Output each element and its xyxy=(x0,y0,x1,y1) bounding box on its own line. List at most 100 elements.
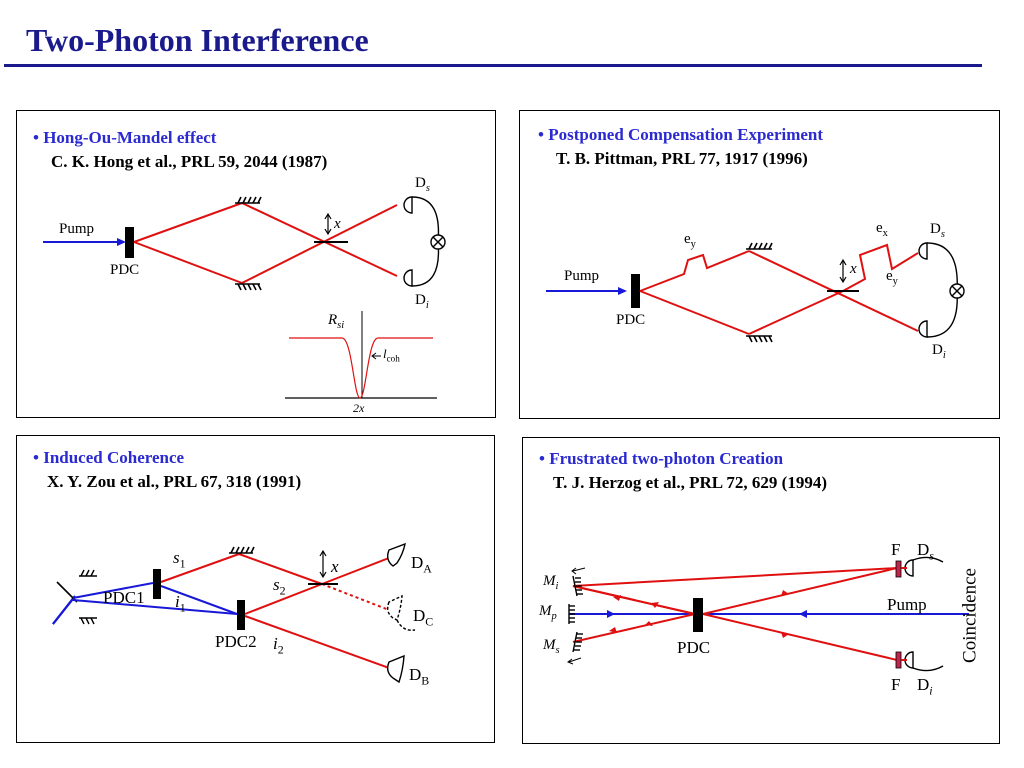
pce-beam-lower xyxy=(639,290,750,335)
ic-signal-s1-reflected xyxy=(238,553,323,585)
pce-mirror-top xyxy=(746,242,773,250)
ftp-coincidence-label: Coincidence xyxy=(959,568,981,663)
hom-detector-i xyxy=(403,269,413,287)
pce-beam-upper-delay xyxy=(639,250,750,292)
pce-pdc-label: PDC xyxy=(616,312,646,328)
pce-mirror-bottom xyxy=(746,335,773,343)
ic-detector-a xyxy=(386,542,406,567)
hom-beam-upper xyxy=(133,202,243,243)
panel-induced-coherence: • Induced Coherence X. Y. Zou et al., PR… xyxy=(16,435,495,743)
ic-pump-to-pdc1 xyxy=(72,582,154,599)
hom-diagram xyxy=(43,196,446,399)
ic-pump-to-pdc2 xyxy=(72,599,238,615)
ftp-red-arrow-3 xyxy=(613,595,621,601)
ftp-heading: • Frustrated two-photon Creation xyxy=(539,449,784,468)
ftp-f-bottom-label: F xyxy=(891,675,901,694)
hom-mirror-top xyxy=(235,196,262,204)
ic-s1-label: s1 xyxy=(173,548,186,571)
ftp-beam-upper-left xyxy=(572,567,898,587)
panel-hong-ou-mandel: • Hong-Ou-Mandel effect C. K. Hong et al… xyxy=(16,110,496,418)
ftp-ms-label: Ms xyxy=(543,637,560,656)
ftp-citation: T. J. Herzog et al., PRL 72, 629 (1994) xyxy=(553,473,828,492)
ftp-detector-s xyxy=(904,559,914,577)
pce-pump-arrow xyxy=(618,287,627,295)
ftp-red-arrow-6 xyxy=(781,632,789,638)
ic-input-splitter xyxy=(56,581,78,603)
hom-coincidence-icon xyxy=(430,234,446,250)
hom-beam-lower xyxy=(133,241,243,284)
ic-pdc1-crystal xyxy=(153,569,161,599)
pce-pump-label: Pump xyxy=(564,268,600,284)
pce-translation-arrow xyxy=(839,258,847,284)
ic-x-label: x xyxy=(331,557,339,576)
hom-pdc-label: PDC xyxy=(110,262,140,278)
ftp-pump-label: Pump xyxy=(887,595,927,614)
ftp-red-arrow-2 xyxy=(645,621,653,626)
ic-dc-label: DC xyxy=(413,606,434,629)
ftp-mirror-p xyxy=(568,604,575,624)
pce-coincidence-icon xyxy=(949,283,965,299)
ic-detector-b xyxy=(386,654,405,684)
hom-x-label: x xyxy=(334,216,341,232)
ftp-beam-upper-right xyxy=(702,567,898,615)
ftp-pdc-crystal xyxy=(693,598,703,632)
hom-detector-s xyxy=(403,196,413,214)
pce-ds-label: Ds xyxy=(930,221,945,240)
ic-da-label: DA xyxy=(411,553,432,576)
pce-pdc-crystal xyxy=(631,274,640,308)
ftp-mirror-s-tilt-arrow xyxy=(566,657,582,665)
hom-citation: C. K. Hong et al., PRL 59, 2044 (1987) xyxy=(51,152,328,171)
ftp-beam-lower-left xyxy=(572,613,696,643)
pce-ey1-label: ey xyxy=(684,231,696,250)
pce-ey2-label: ey xyxy=(886,268,898,287)
ftp-mp-label: Mp xyxy=(539,603,557,622)
page-title: Two-Photon Interference xyxy=(26,22,369,58)
title-underline xyxy=(4,64,982,67)
ftp-ds-label: Ds xyxy=(917,540,934,563)
hom-lcoh-arrow xyxy=(371,352,381,360)
ftp-filter-top xyxy=(895,560,902,578)
ic-mirror-input-bottom xyxy=(79,617,97,625)
pce-detector-s xyxy=(918,242,928,260)
hom-pump-label: Pump xyxy=(59,221,95,237)
ftp-mi-label: Mi xyxy=(543,573,559,592)
hom-ds-label: Ds xyxy=(415,175,430,194)
ftp-red-arrow-1 xyxy=(651,602,659,608)
hom-pdc-crystal xyxy=(125,227,134,258)
ftp-mirror-i xyxy=(572,575,583,597)
hom-beam-cross-b xyxy=(241,204,398,284)
ftp-beam-lower-right xyxy=(702,613,898,661)
ic-i2-label: i2 xyxy=(273,634,284,657)
ftp-pump-arrow xyxy=(799,610,807,618)
pce-ex-label: ex xyxy=(876,220,888,239)
ic-citation: X. Y. Zou et al., PRL 67, 318 (1991) xyxy=(47,472,302,491)
hom-translation-arrow xyxy=(324,212,332,236)
ic-pdc2-crystal xyxy=(237,600,245,630)
hom-mirror-bottom xyxy=(235,283,262,291)
ic-s2-label: s2 xyxy=(273,575,286,598)
ftp-di-label: Di xyxy=(917,675,933,698)
hom-beam-cross-a xyxy=(241,202,398,277)
ic-i1-label: i1 xyxy=(175,592,186,615)
hom-rsi-label: Rsi xyxy=(328,312,345,331)
ftp-pump-return-arrow xyxy=(607,610,615,618)
ic-mirror-input-top xyxy=(79,569,97,577)
ftp-wire-top xyxy=(912,556,944,563)
ftp-f-top-label: F xyxy=(891,540,901,559)
pce-detector-i xyxy=(918,320,928,338)
pce-di-label: Di xyxy=(932,342,946,361)
ic-idler-i2 xyxy=(244,615,390,669)
pce-diagram xyxy=(546,242,965,343)
panel-postponed-compensation: • Postponed Compensation Experiment T. B… xyxy=(519,110,1000,419)
ic-detector-c-wire xyxy=(396,619,416,631)
ftp-wire-bottom xyxy=(912,665,944,672)
ic-signal-s1 xyxy=(160,553,240,583)
ic-heading: • Induced Coherence xyxy=(33,448,185,467)
ic-signal-s2 xyxy=(244,583,323,615)
ftp-detector-i xyxy=(904,651,914,669)
ic-idler-i1 xyxy=(160,585,238,615)
hom-heading: • Hong-Ou-Mandel effect xyxy=(33,128,217,147)
hom-2x-label: 2x xyxy=(353,401,365,415)
panel-frustrated-two-photon: • Frustrated two-photon Creation T. J. H… xyxy=(522,437,1000,744)
ftp-pdc-label: PDC xyxy=(677,638,711,657)
